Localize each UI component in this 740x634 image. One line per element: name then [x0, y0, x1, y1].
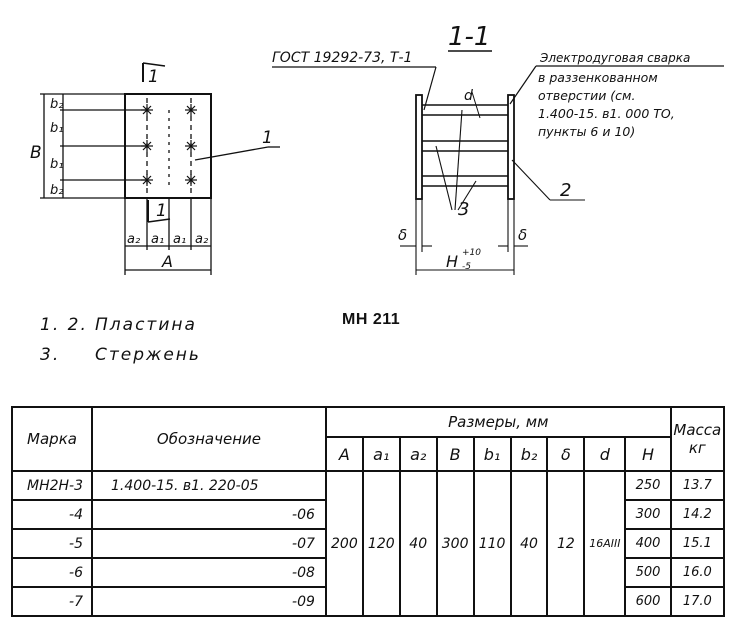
cell-H: 600 [624, 586, 672, 617]
dim-b1-bottom: b₁ [50, 157, 63, 172]
part-label-3: 3 [458, 199, 469, 220]
cell-A: 200 [324, 470, 364, 617]
cell-mark: -6 [10, 557, 94, 588]
legend-text: Стержень [95, 345, 201, 365]
header-designation: Обозначение [91, 406, 327, 472]
cell-d: 16AIII [583, 470, 627, 617]
cell-designation: -06 [91, 499, 327, 530]
dim-a2-right: a₂ [195, 232, 208, 247]
cell-designation: -08 [91, 557, 327, 588]
cell-H: 300 [624, 499, 672, 530]
weld-note-line-4: пункты 6 и 10) [538, 124, 635, 139]
cell-b2: 40 [509, 470, 549, 617]
cell-designation: -09 [91, 586, 327, 617]
sheet-title: МН 211 [342, 311, 401, 328]
cell-mass: 13.7 [669, 470, 726, 501]
weld-note-line-2: отверстии (см. [538, 88, 635, 103]
dim-b1-top: b₁ [50, 121, 63, 136]
section-plate-left [415, 94, 423, 200]
sub-header-a1: a₁ [361, 436, 401, 472]
table-row: -6 -08 500 16.0 [10, 557, 726, 588]
part-label-2: 2 [560, 180, 571, 201]
cell-designation: 1.400-15. в1. 220-05 [91, 470, 327, 501]
cell-mass: 16.0 [669, 557, 726, 588]
section-plate-right [507, 94, 515, 200]
weld-points [141, 104, 197, 186]
table-row: -4 -06 300 14.2 [10, 499, 726, 530]
cell-H: 400 [624, 528, 672, 559]
dim-b2-top: b₂ [50, 97, 63, 112]
cell-delta: 12 [546, 470, 586, 617]
cell-a2: 40 [398, 470, 438, 617]
weld-note-line-3: 1.400-15. в1. 000 ТО, [538, 106, 675, 121]
cell-mark: МН2Н-3 [10, 470, 94, 501]
cell-mark: -5 [10, 528, 94, 559]
sub-header-delta: δ [546, 436, 586, 472]
cell-mark: -7 [10, 586, 94, 617]
cut-mark-label-bottom: 1 [156, 201, 167, 221]
header-mark: Марка [10, 406, 94, 472]
weld-title: Электродуговая сварка [539, 51, 690, 65]
legend-item-plate: 1. 2. Пластина [40, 315, 197, 335]
dim-H-tol-minus: -5 [462, 262, 471, 272]
cell-mass: 14.2 [669, 499, 726, 530]
legend-text: Пластина [95, 315, 197, 335]
dim-delta-right: δ [518, 226, 527, 244]
dim-H-tol-plus: +10 [462, 248, 481, 258]
cell-mass: 15.1 [669, 528, 726, 559]
weld-note-line-1: в раззенкованном [538, 70, 658, 85]
section-label: 1-1 [448, 22, 490, 52]
gost-label: ГОСТ 19292-73, Т-1 [272, 50, 412, 66]
sub-header-b2: b₂ [509, 436, 549, 472]
dim-a1-left: a₁ [151, 232, 164, 247]
table-row: МН2Н-3 1.400-15. в1. 220-05 200 120 40 3… [10, 470, 726, 617]
cell-B: 300 [435, 470, 475, 617]
dim-d: d [464, 88, 473, 104]
header-sizes: Размеры, мм [324, 406, 672, 438]
cell-H: 500 [624, 557, 672, 588]
sub-header-H: H [624, 436, 672, 472]
sub-header-b1: b₁ [472, 436, 512, 472]
sub-header-A: A [324, 436, 364, 472]
cell-a1: 120 [361, 470, 401, 617]
legend-item-rod: 3. Стержень [40, 345, 201, 365]
technical-drawing: 1 1 B b₂ b₁ b₁ b₂ a₂ a₁ a₁ a₂ A 1 1-1 ГО… [30, 22, 724, 275]
dim-A: A [161, 252, 173, 271]
cell-H: 250 [624, 470, 672, 501]
legend-num: 3. [40, 345, 61, 365]
dim-B: B [30, 143, 42, 163]
dim-b2-bottom: b₂ [50, 183, 63, 198]
legend-num: 1. 2. [40, 315, 88, 335]
table-row: -5 -07 400 15.1 [10, 528, 726, 559]
cell-mark: -4 [10, 499, 94, 530]
cell-designation: -07 [91, 528, 327, 559]
dim-a2-left: a₂ [127, 232, 140, 247]
cell-mass: 17.0 [669, 586, 726, 617]
dim-H: H [446, 252, 458, 271]
sub-header-a2: a₂ [398, 436, 438, 472]
cut-mark-label-top: 1 [148, 67, 159, 87]
sub-header-d: d [583, 436, 627, 472]
sub-header-B: B [435, 436, 475, 472]
dim-a1-right: a₁ [173, 232, 186, 247]
dim-delta-left: δ [398, 226, 407, 244]
part-label-1: 1 [262, 128, 273, 148]
cell-b1: 110 [472, 470, 512, 617]
table-row: -7 -09 600 17.0 [10, 586, 726, 617]
